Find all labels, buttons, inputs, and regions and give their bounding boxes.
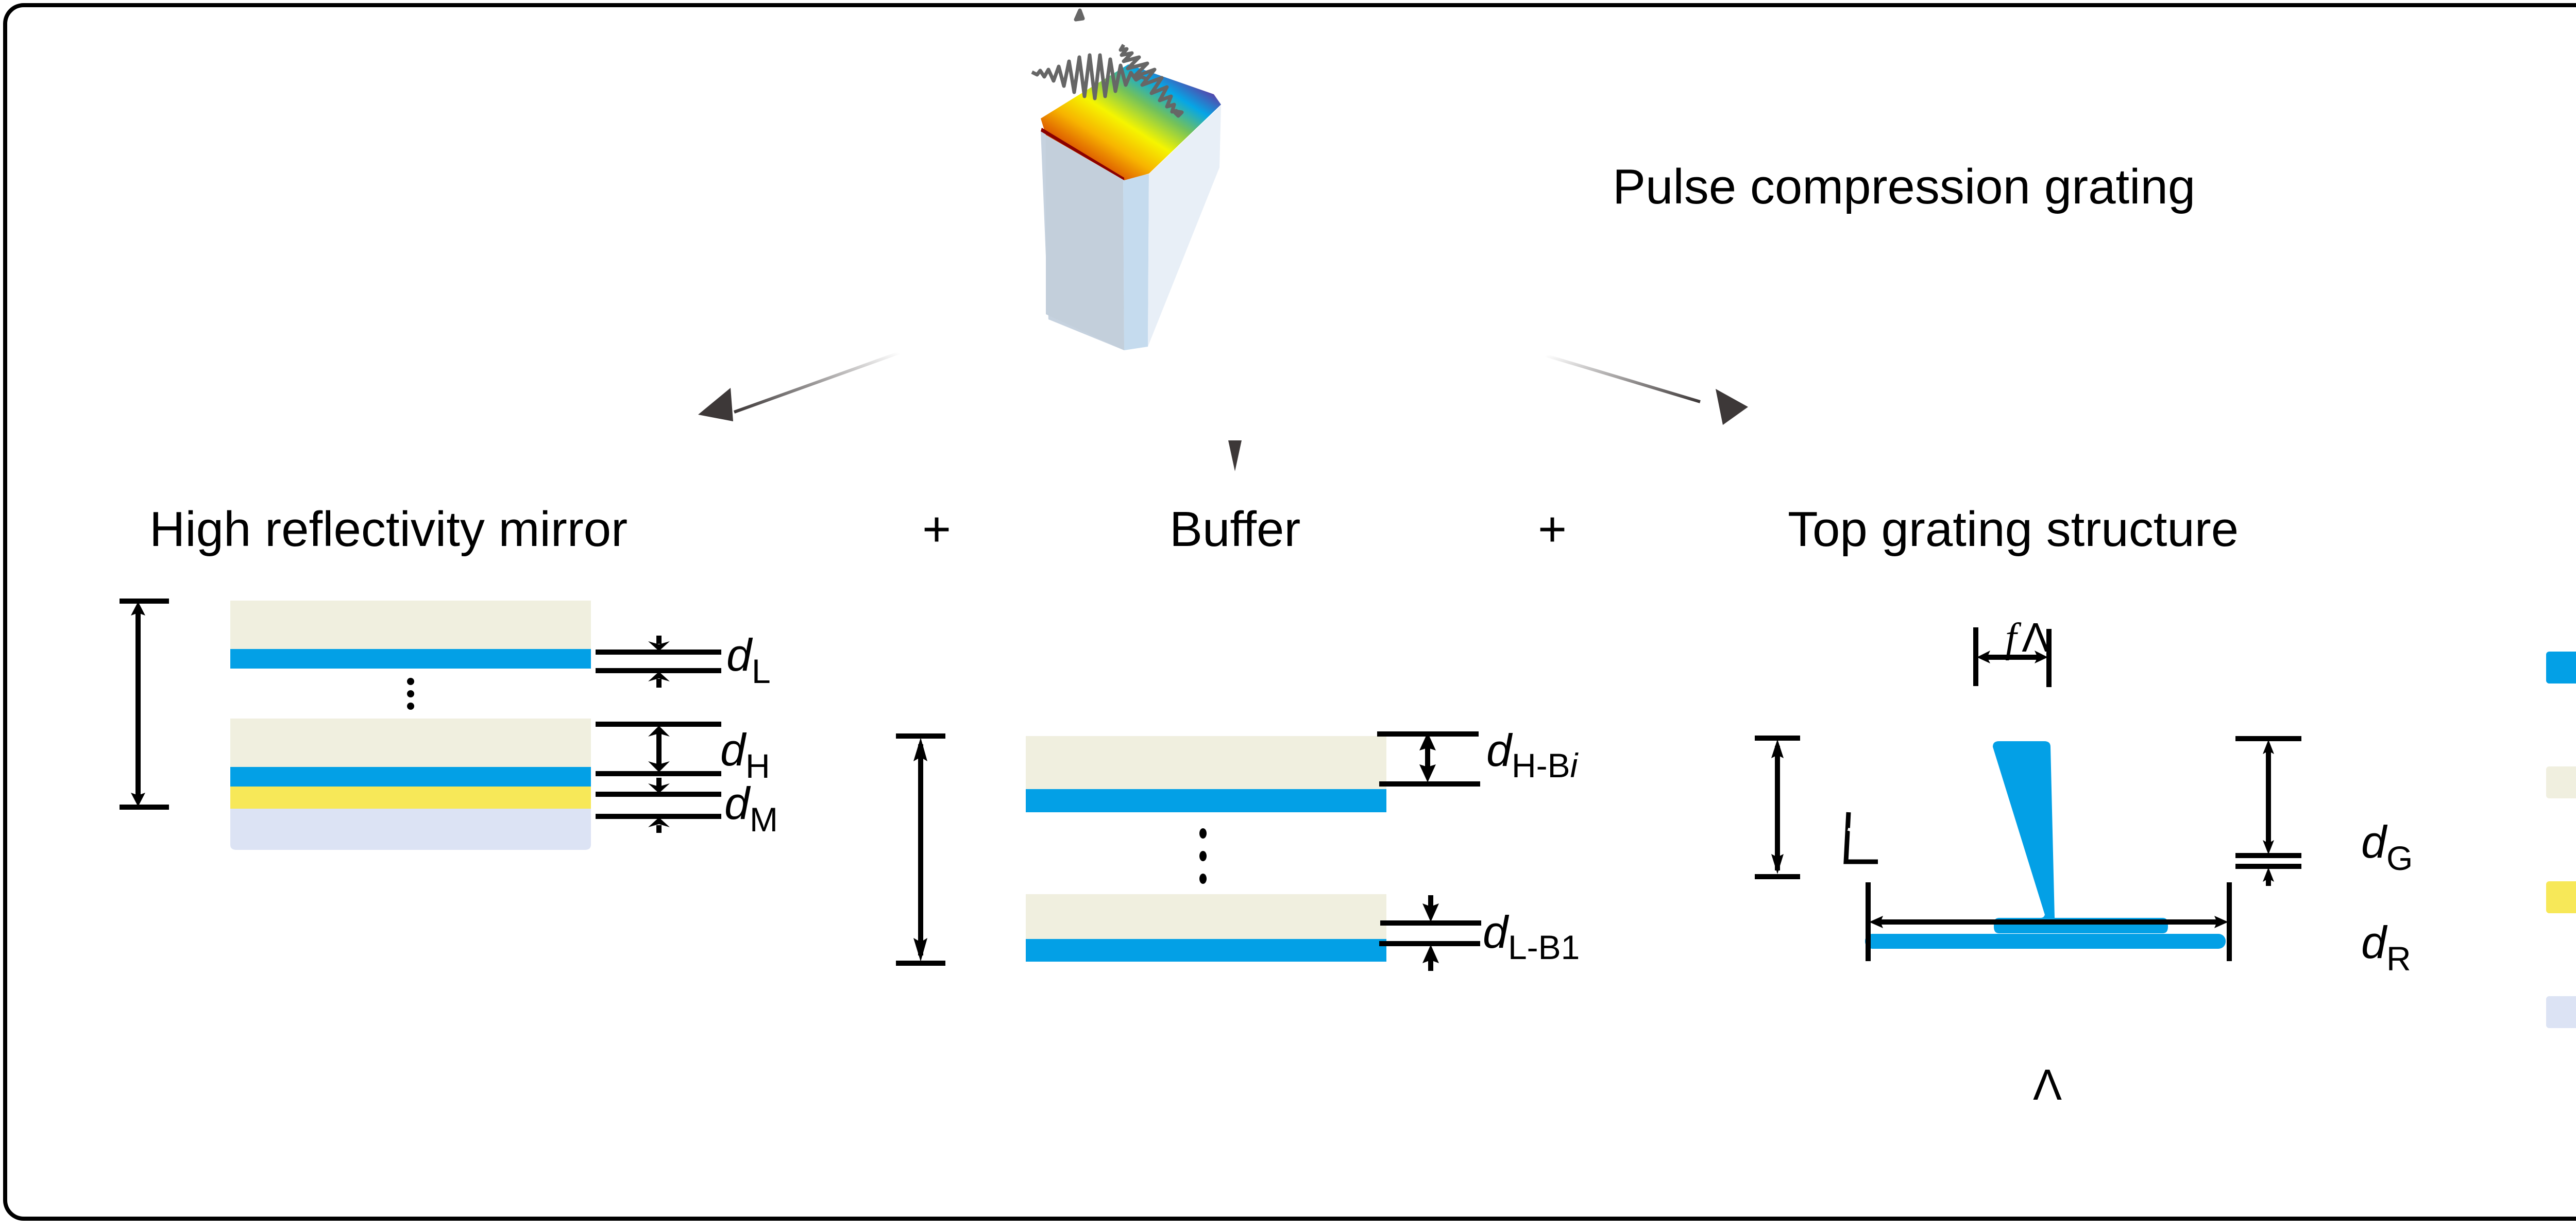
mirror-total-dimension <box>120 599 169 810</box>
grating-ridge <box>1993 741 2168 933</box>
mirror-stack <box>230 601 591 850</box>
section-title-mirror: High reflectivity mirror <box>149 502 628 557</box>
label-dH: dH <box>720 724 770 785</box>
mirror-dim-lines <box>596 636 721 833</box>
main-title: Pulse compression grating <box>1613 159 2195 214</box>
arrow-to-grating <box>1545 354 1701 403</box>
section-title-grating: Top grating structure <box>1788 502 2239 557</box>
mirror-layer-high-n-bottom <box>230 719 591 767</box>
mirror-layer-low-n-bottom <box>230 767 591 787</box>
label-dHBi: dH-Bi <box>1486 725 1579 784</box>
block-top-edge <box>1041 128 1124 180</box>
figure-border <box>3 3 2576 1221</box>
label-dR: dR <box>2361 917 2411 978</box>
grating-profile: β <box>1843 741 2226 949</box>
arrowhead-buffer-icon <box>1228 440 1242 471</box>
mirror-layer-metal <box>230 787 591 809</box>
label-Lambda: Λ <box>2033 1061 2062 1109</box>
ellipsis-dot <box>1199 851 1207 861</box>
ellipsis-dot <box>407 703 414 710</box>
buffer-layer-low-n <box>1026 789 1386 812</box>
buffer-stack <box>1026 736 1386 962</box>
mirror-layer-substrate <box>230 809 591 850</box>
ellipsis-dot <box>1199 828 1207 839</box>
ellipsis-dot <box>407 690 414 697</box>
label-dL: dL <box>726 629 771 690</box>
pulse-wave-icon <box>1031 8 1184 118</box>
block-corner-face <box>1123 174 1149 350</box>
grating-block-illustration <box>1031 8 1221 350</box>
block-front-face-left <box>1046 136 1124 350</box>
legend-swatch-low-n <box>2546 652 2576 684</box>
plus-sign: + <box>922 502 951 557</box>
label-dG: dG <box>2361 816 2413 877</box>
block-right-face <box>1148 106 1221 347</box>
branch-arrows <box>698 351 1748 471</box>
section-title-buffer: Buffer <box>1170 502 1300 557</box>
ellipsis-dot <box>407 678 414 685</box>
arrow-to-mirror <box>733 351 900 414</box>
label-dM: dM <box>724 778 778 839</box>
buffer-dim-lines <box>1377 731 1481 971</box>
mirror-layer-low-n <box>230 649 591 669</box>
buffer-total-dimension <box>896 733 945 966</box>
arrowhead-mirror-icon <box>698 388 733 421</box>
angle-marker <box>1843 812 1878 864</box>
legend-swatch-substrate <box>2546 996 2576 1028</box>
arrowhead-grating-icon <box>1716 389 1748 425</box>
plus-sign: + <box>1538 502 1567 557</box>
legend-swatch-high-n <box>2546 766 2576 798</box>
grating-dims <box>1755 627 2301 961</box>
label-beta: β <box>1863 788 1886 835</box>
label-dLB1: dL-B1 <box>1483 907 1580 966</box>
buffer-layer-high-n-bottom <box>1026 894 1386 939</box>
mirror-layer-high-n <box>230 601 591 649</box>
buffer-layer-low-n-bottom <box>1026 939 1386 962</box>
legend: Low-nHigh-nMetalSubstrate <box>2546 652 2576 1028</box>
legend-swatch-metal <box>2546 881 2576 913</box>
ellipsis-dot <box>1199 874 1207 884</box>
buffer-layer-high-n <box>1026 736 1386 789</box>
grating-residual-layer <box>1865 934 2226 949</box>
